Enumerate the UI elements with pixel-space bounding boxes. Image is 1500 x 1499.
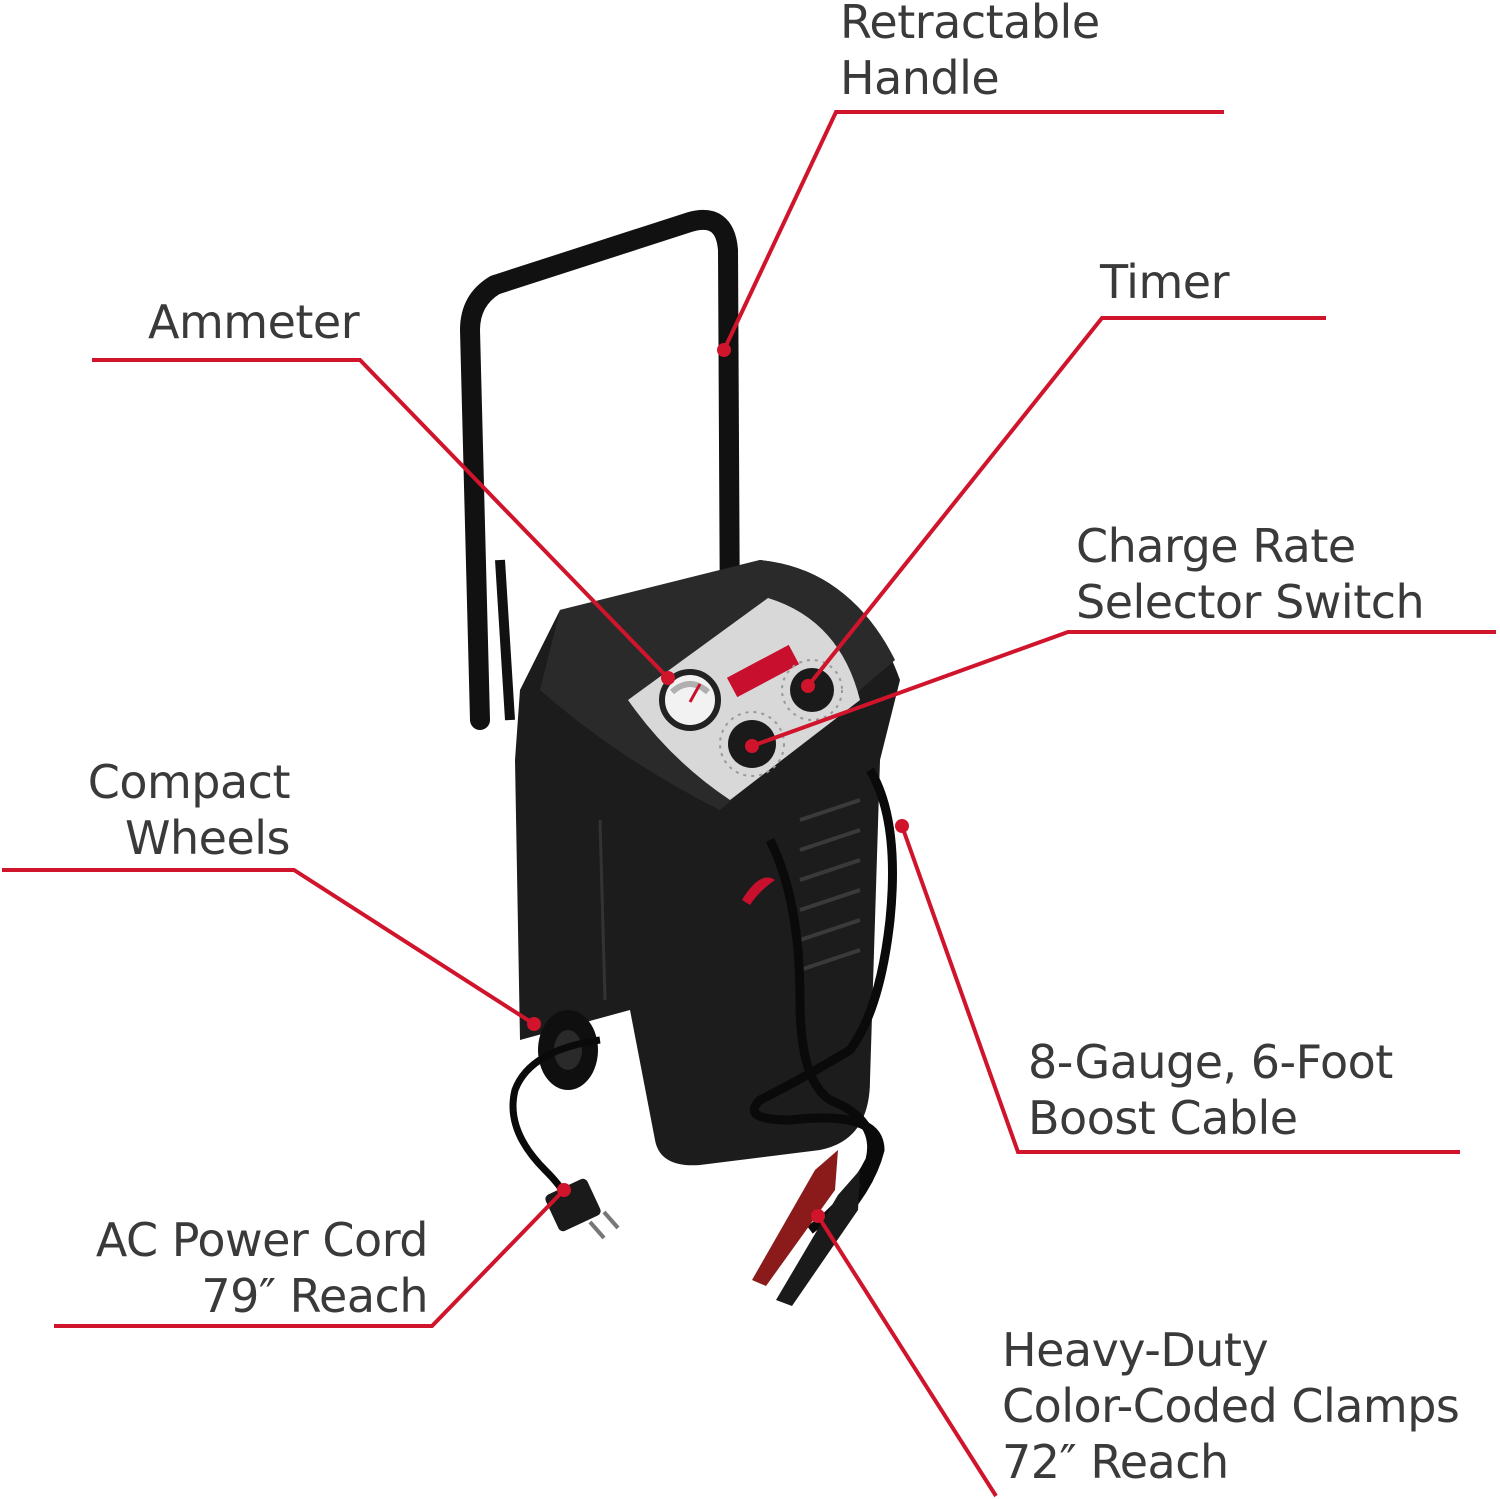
charger-illustration: [460, 209, 900, 1306]
black-clamp: [776, 1170, 860, 1306]
leader-timer: [806, 316, 1326, 688]
callout-line: 8-Gauge, 6-Foot: [1028, 1035, 1393, 1089]
callout-line: Color-Coded Clamps: [1002, 1379, 1460, 1433]
callout-boost-cable: 8-Gauge, 6-Foot Boost Cable: [1028, 1034, 1393, 1146]
leader-power-cord: [54, 1188, 566, 1328]
callout-line: Handle: [840, 51, 1000, 105]
red-clamp: [752, 1150, 838, 1286]
callout-line: Ammeter: [148, 295, 360, 349]
callout-ammeter: Ammeter: [148, 294, 360, 350]
callout-charge-rate-selector: Charge Rate Selector Switch: [1076, 518, 1425, 630]
callout-line: AC Power Cord: [95, 1213, 429, 1267]
callout-line: Compact: [87, 755, 291, 809]
leader-ammeter: [92, 358, 670, 680]
control-panel: [628, 598, 860, 800]
callout-line: Selector Switch: [1076, 575, 1425, 629]
leader-clamps: [816, 1214, 998, 1498]
callout-line: Charge Rate: [1076, 519, 1356, 573]
callout-line: 79″ Reach: [201, 1269, 428, 1323]
callout-line: 72″ Reach: [1002, 1435, 1229, 1489]
leader-boost-cable: [900, 825, 1460, 1154]
callout-line: Timer: [1100, 255, 1230, 309]
callout-line: Retractable: [840, 0, 1100, 49]
retractable-handle: [460, 209, 740, 730]
callout-line: Boost Cable: [1028, 1091, 1298, 1145]
callout-clamps: Heavy-Duty Color-Coded Clamps 72″ Reach: [1002, 1322, 1460, 1490]
callout-retractable-handle: Retractable Handle: [840, 0, 1100, 106]
callout-line: Heavy-Duty: [1002, 1323, 1269, 1377]
callout-line: Wheels: [125, 811, 291, 865]
callout-compact-wheels: Compact Wheels: [87, 754, 291, 866]
brand-swoosh-icon: [742, 877, 775, 905]
callout-timer: Timer: [1100, 254, 1230, 310]
leader-charge-rate: [751, 630, 1496, 748]
leader-lines: [2, 110, 1496, 1498]
leader-dots: [527, 343, 909, 1223]
ac-power-cord: [509, 1036, 601, 1197]
callout-ac-power-cord: AC Power Cord 79″ Reach: [95, 1212, 429, 1324]
leader-handle: [722, 110, 1224, 351]
leader-wheels: [2, 868, 536, 1026]
